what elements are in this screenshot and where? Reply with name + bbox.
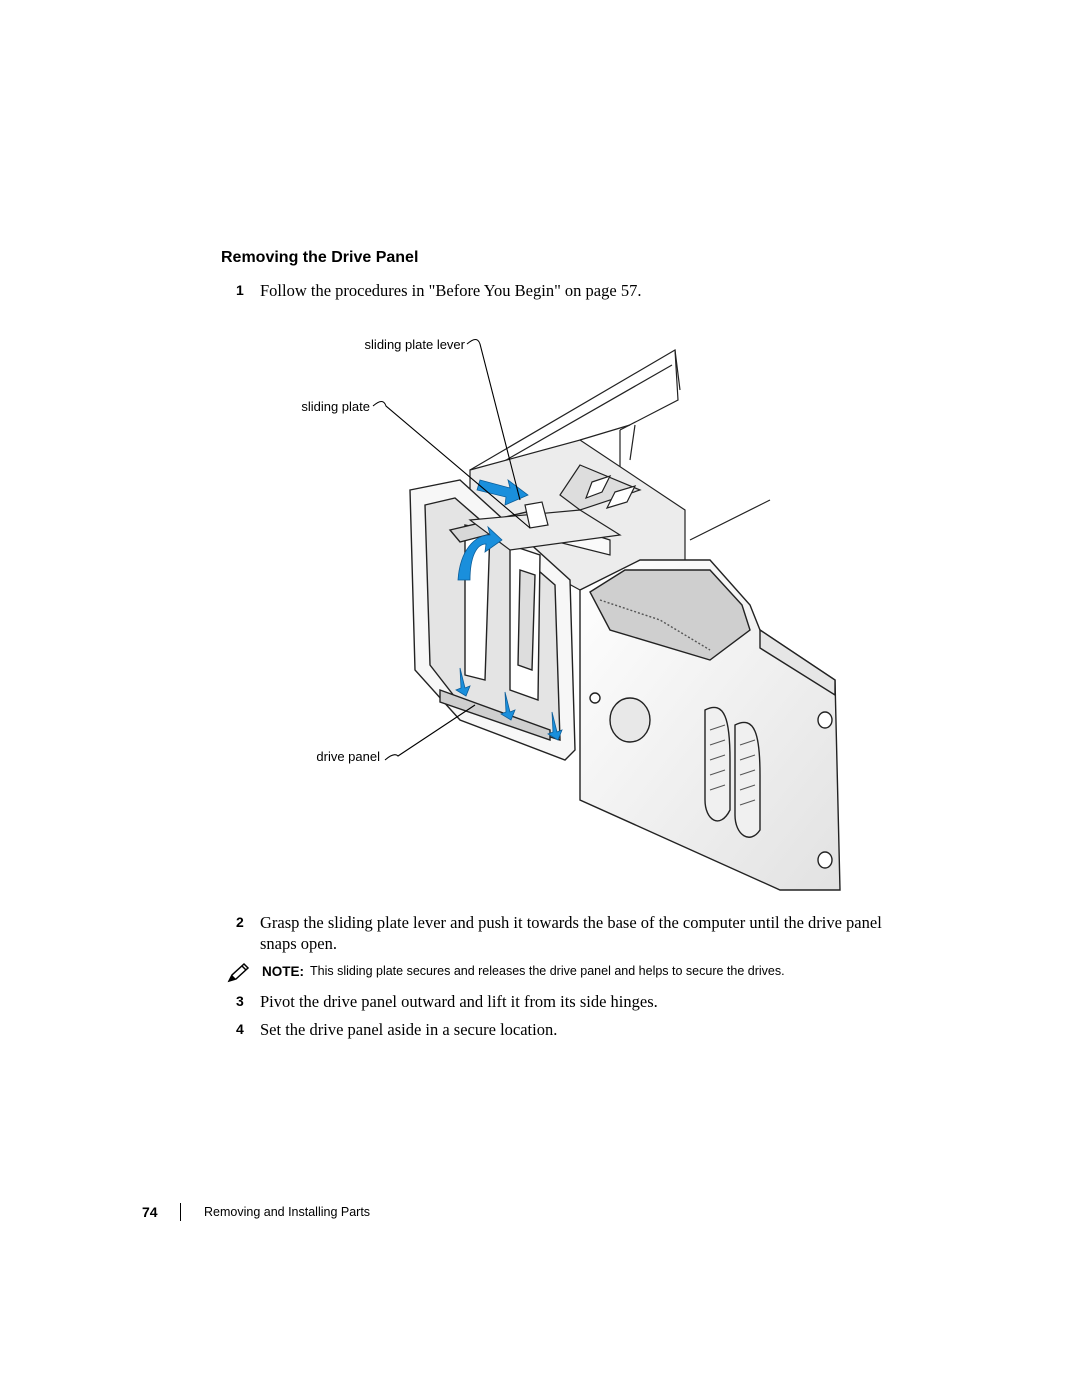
step-number: 3 xyxy=(236,993,244,1009)
note-label: NOTE: xyxy=(262,964,304,979)
step-text: Follow the procedures in "Before You Beg… xyxy=(260,281,642,300)
step-text: Set the drive panel aside in a secure lo… xyxy=(260,1020,558,1039)
step-text: Pivot the drive panel outward and lift i… xyxy=(260,992,658,1011)
step-number: 2 xyxy=(236,914,244,930)
front-bezel xyxy=(579,559,841,891)
page-number: 74 xyxy=(142,1204,158,1220)
step-number: 4 xyxy=(236,1021,244,1037)
step-text: Grasp the sliding plate lever and push i… xyxy=(260,913,882,953)
leader-lines xyxy=(372,338,531,761)
section-heading: Removing the Drive Panel xyxy=(221,249,419,266)
note-text: This sliding plate secures and releases … xyxy=(310,964,785,978)
callout-sliding-plate-lever: sliding plate lever xyxy=(365,337,466,352)
drive-panel-illustration: sliding plate lever sliding plate drive … xyxy=(301,337,841,891)
drive-panel-door xyxy=(409,479,576,761)
note-callout: NOTE: This sliding plate secures and rel… xyxy=(226,962,886,984)
motion-arrows xyxy=(455,479,563,741)
footer-divider xyxy=(180,1203,181,1221)
step-number: 1 xyxy=(236,282,244,298)
chapter-title: Removing and Installing Parts xyxy=(204,1205,371,1219)
callout-sliding-plate: sliding plate xyxy=(301,399,370,414)
callout-drive-panel: drive panel xyxy=(316,749,380,764)
pencil-icon xyxy=(227,962,250,983)
